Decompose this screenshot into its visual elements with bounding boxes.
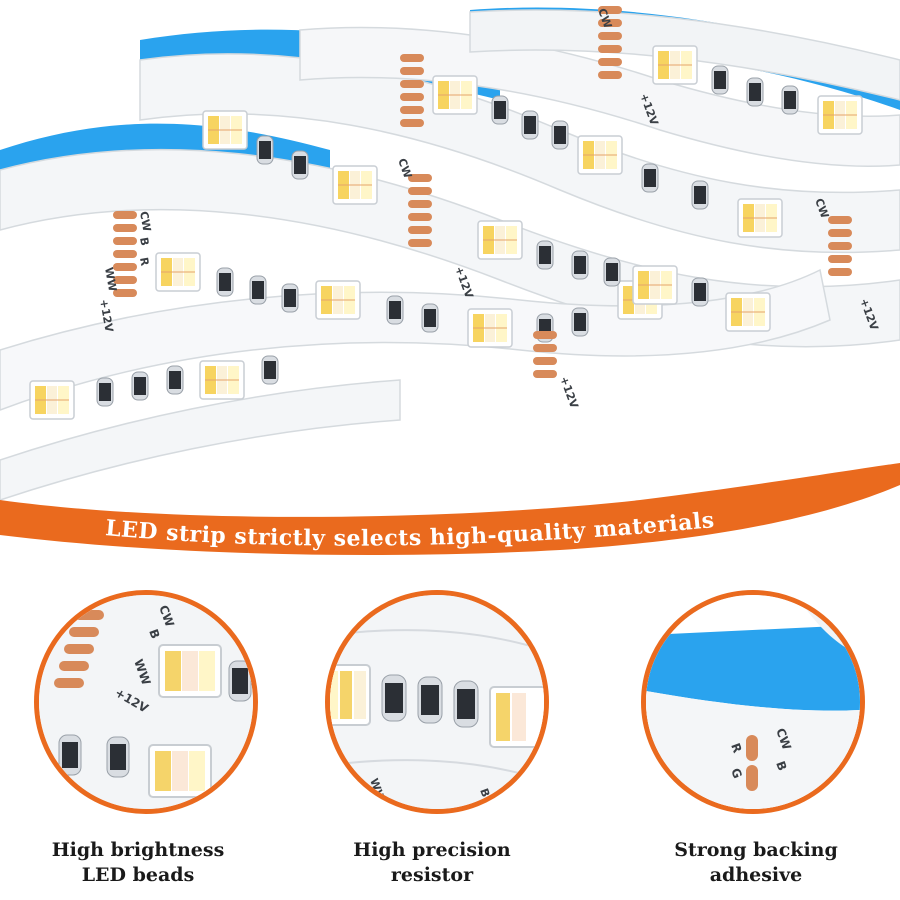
feature-caption-resistor: High precision resistor [302,838,562,888]
c1-marking-b: B [146,627,162,640]
resistor-icon [58,660,252,778]
detail-led-beads-circle: CW B WW +12V [34,590,258,814]
marking-cw-2: CW [395,157,414,180]
feature-caption-line2: resistor [390,864,474,886]
feature-caption-line1: Strong backing [674,839,838,861]
feature-caption-line1: High precision [353,839,511,861]
led-bead-icon [158,644,222,698]
feature-caption-adhesive: Strong backing adhesive [626,838,886,888]
marking-cw-3: CW [595,7,614,30]
adhesive-backing [646,625,860,711]
led-bead-icon [330,664,371,726]
c3-marking-g: G [728,766,745,780]
marking-v12: +12V [97,298,116,333]
led-bead-icon [148,744,212,798]
marking-b: B [137,236,151,247]
detail-adhesive-circle: CW B R G [641,590,865,814]
marking-ww: WW [102,266,119,292]
feature-caption-line2: LED beads [81,864,195,886]
led-bead-icon [489,686,544,748]
orange-banner: LED strip strictly selects high-quality … [0,463,900,555]
marking-v12-5: +12V [557,375,581,411]
solder-pad-icon [746,735,758,791]
marking-cw-4: CW [812,197,831,220]
resistor-icon [381,674,479,728]
marking-cw: CW [137,210,153,232]
c3-marking-r: R [728,741,744,754]
feature-caption-led-beads: High brightness LED beads [8,838,268,888]
feature-caption-line1: High brightness [51,839,225,861]
detail-resistor-circle: WW B [325,590,549,814]
c3-marking-b: B [773,759,789,772]
feature-caption-line2: adhesive [709,864,803,886]
led-strip-hero-image: CW B R WW +12V CW +12V CW +12V CW +12V +… [0,6,900,501]
marking-r: R [137,256,151,267]
